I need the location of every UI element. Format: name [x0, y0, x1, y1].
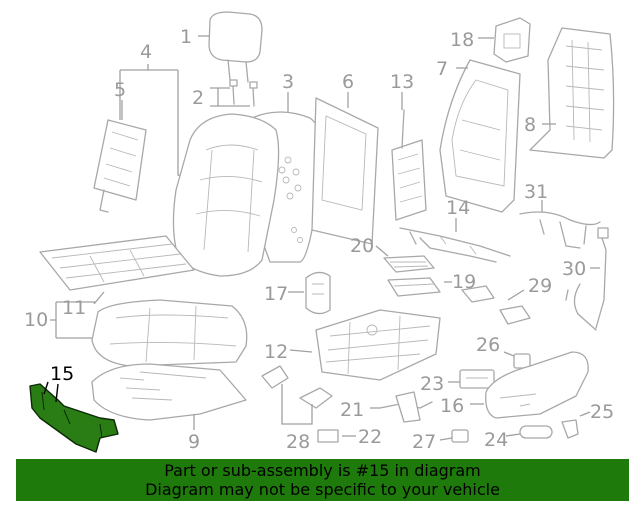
callout-4: 4 — [140, 41, 152, 63]
callout-15: 15 — [50, 363, 74, 385]
callout-6: 6 — [342, 71, 354, 93]
callout-17: 17 — [264, 283, 288, 305]
part-5-seat-back-heater[interactable] — [93, 119, 147, 213]
part-12-seat-adjuster[interactable] — [315, 309, 441, 381]
caption-banner: Part or sub-assembly is #15 in diagram D… — [16, 459, 629, 501]
part-1-headrest[interactable] — [208, 11, 263, 83]
callout-12: 12 — [264, 341, 288, 363]
part-27-switch[interactable] — [451, 429, 469, 443]
callout-26: 26 — [476, 334, 500, 356]
callout-11: 11 — [62, 297, 86, 319]
part-25-knob[interactable] — [561, 419, 579, 439]
callout-18: 18 — [450, 29, 474, 51]
part-7-seat-back-frame[interactable] — [439, 59, 521, 213]
part-15-highlighted[interactable] — [29, 383, 119, 453]
part-23-switch[interactable] — [459, 369, 495, 389]
part-29-seat-part[interactable] — [461, 285, 531, 325]
callout-1: 1 — [180, 26, 192, 48]
callout-10: 10 — [24, 309, 48, 331]
part-26-knob[interactable] — [513, 353, 531, 369]
part-19-seat-part[interactable] — [387, 277, 441, 297]
callout-8: 8 — [524, 114, 536, 136]
part-24-knob[interactable] — [519, 425, 553, 439]
callout-16: 16 — [440, 395, 464, 417]
parts-diagram: 1 2 4 5 3 6 13 — [24, 11, 615, 453]
callout-27: 27 — [412, 431, 436, 453]
callout-23: 23 — [420, 373, 444, 395]
part-18-recliner-part[interactable] — [493, 17, 531, 63]
part-14-seat-wire[interactable] — [399, 227, 511, 263]
callout-2: 2 — [192, 87, 204, 109]
callout-19: 19 — [452, 271, 476, 293]
callout-31: 31 — [524, 181, 548, 203]
callout-7: 7 — [436, 58, 448, 80]
part-30-cable[interactable] — [565, 227, 609, 331]
part-28-seat-part[interactable] — [261, 365, 333, 409]
part-6-pad[interactable] — [311, 97, 379, 245]
part-2-headrest-guides[interactable] — [229, 79, 258, 107]
caption-line-2: Diagram may not be specific to your vehi… — [145, 480, 500, 499]
part-9-cushion-cover[interactable] — [91, 363, 247, 421]
part-31-wire-harness[interactable] — [519, 211, 601, 249]
part-21-seat-part[interactable] — [379, 391, 433, 423]
part-13-lumbar-support[interactable] — [391, 109, 427, 221]
part-22-seat-part[interactable] — [317, 429, 339, 443]
callout-9: 9 — [188, 431, 200, 453]
callout-14: 14 — [446, 197, 470, 219]
callout-21: 21 — [340, 399, 364, 421]
callout-25: 25 — [590, 401, 614, 423]
callout-5: 5 — [114, 79, 126, 101]
part-11-cushion-heater[interactable] — [39, 235, 195, 291]
callout-22: 22 — [358, 426, 382, 448]
part-8-seat-back-board[interactable] — [529, 27, 615, 159]
part-16-side-shield[interactable] — [485, 351, 589, 419]
caption-line-1: Part or sub-assembly is #15 in diagram — [164, 461, 481, 480]
callout-20: 20 — [350, 235, 374, 257]
callout-30: 30 — [562, 258, 586, 280]
callout-13: 13 — [390, 71, 414, 93]
callout-3: 3 — [282, 71, 294, 93]
callout-28: 28 — [286, 431, 310, 453]
part-4-seat-back-pad[interactable] — [172, 113, 280, 277]
part-10-seat-cushion[interactable] — [91, 299, 248, 367]
callout-24: 24 — [484, 429, 508, 451]
part-17-seat-part[interactable] — [305, 271, 331, 315]
part-20-seat-heater[interactable] — [383, 255, 435, 273]
callout-29: 29 — [528, 275, 552, 297]
